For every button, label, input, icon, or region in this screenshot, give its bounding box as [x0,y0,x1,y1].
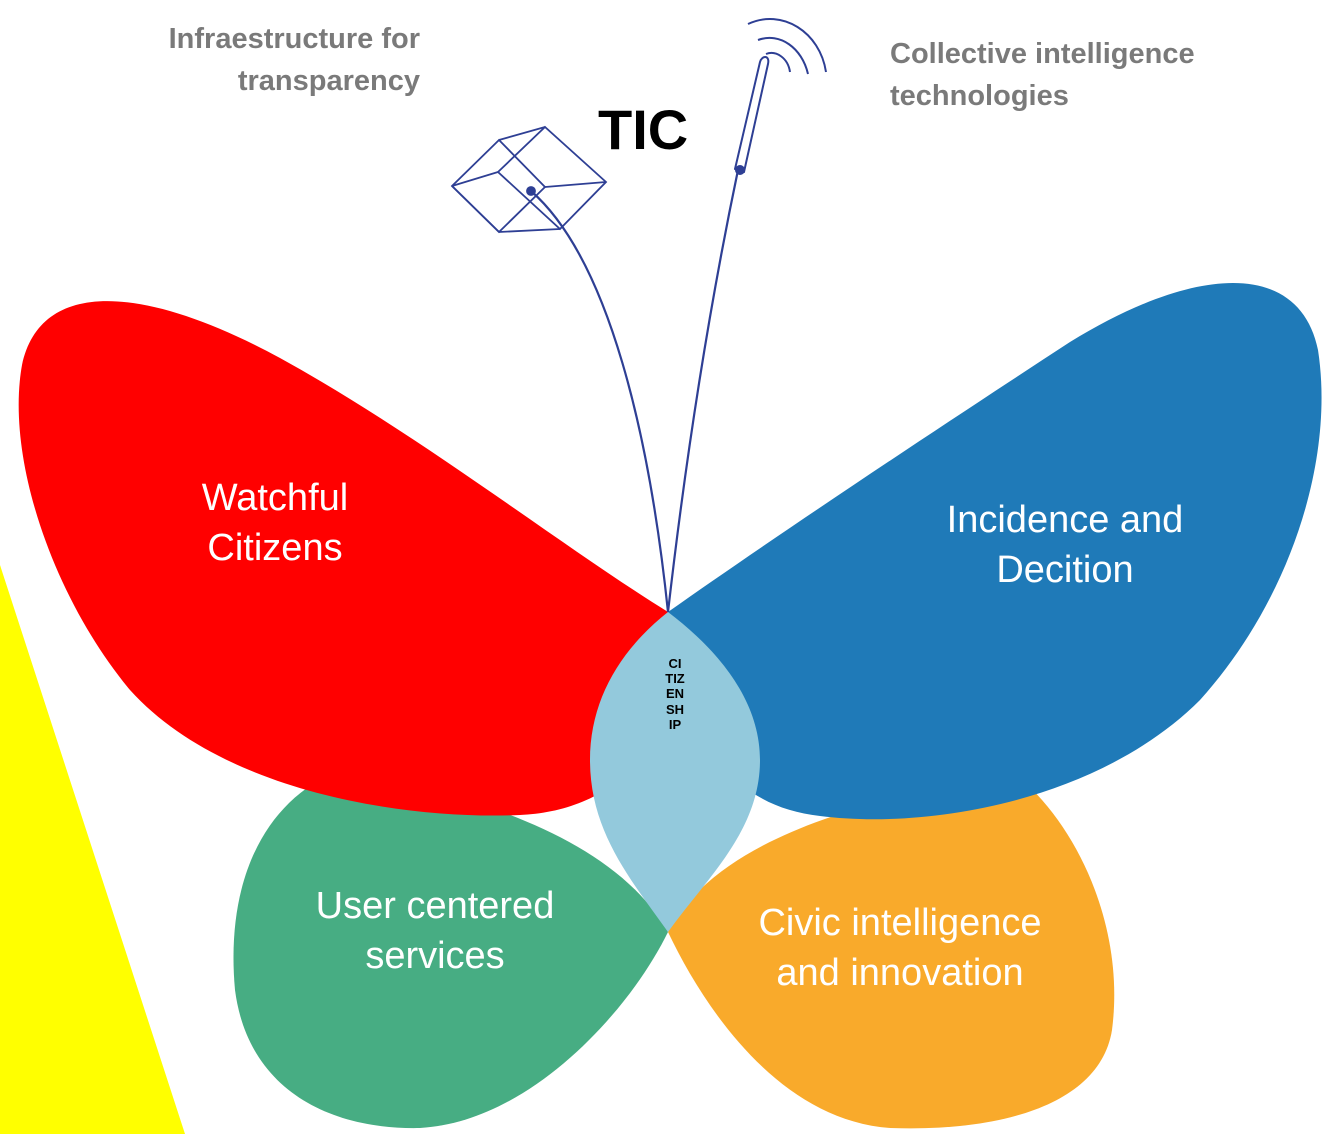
wing-bottom-left [233,770,668,1129]
citizenship-vertical-label: CITIZENSHIP [665,656,685,732]
user-centered-line1: User centered [315,885,555,927]
infrastructure-caption-line1: Infraestructure for [168,23,420,55]
tic-title: TIC [598,98,689,161]
watchful-line2: Citizens [207,527,343,569]
collective-caption-line1: Collective intelligence [890,38,1195,70]
wing-top-left [18,301,672,816]
wing-label-watchful-citizens: Watchful Citizens [130,473,420,573]
user-centered-line2: services [365,935,505,977]
wing-bottom-right [668,778,1115,1129]
antenna-right-curve [666,169,740,613]
incidence-line1: Incidence and [946,499,1184,541]
butterfly-body [590,612,760,932]
infrastructure-caption-line2: transparency [237,65,420,97]
antenna-icon [734,18,827,175]
collective-intelligence-caption: Collective intelligence technologies [890,33,1310,117]
infrastructure-caption: Infraestructure for transparency [60,18,420,102]
civic-line2: and innovation [776,952,1024,994]
wing-label-civic-intelligence: Civic intelligence and innovation [720,898,1080,998]
wing-top-right [668,282,1322,820]
collective-caption-line2: technologies [890,80,1069,112]
antenna-left-curve [530,190,670,613]
yellow-accent-shape [0,565,185,1134]
wing-label-incidence-decition: Incidence and Decition [900,495,1230,595]
watchful-line1: Watchful [201,477,349,519]
incidence-line2: Decition [996,549,1134,591]
civic-line1: Civic intelligence [758,902,1042,944]
wing-label-user-centered-services: User centered services [280,881,590,981]
cube-icon [450,125,608,234]
